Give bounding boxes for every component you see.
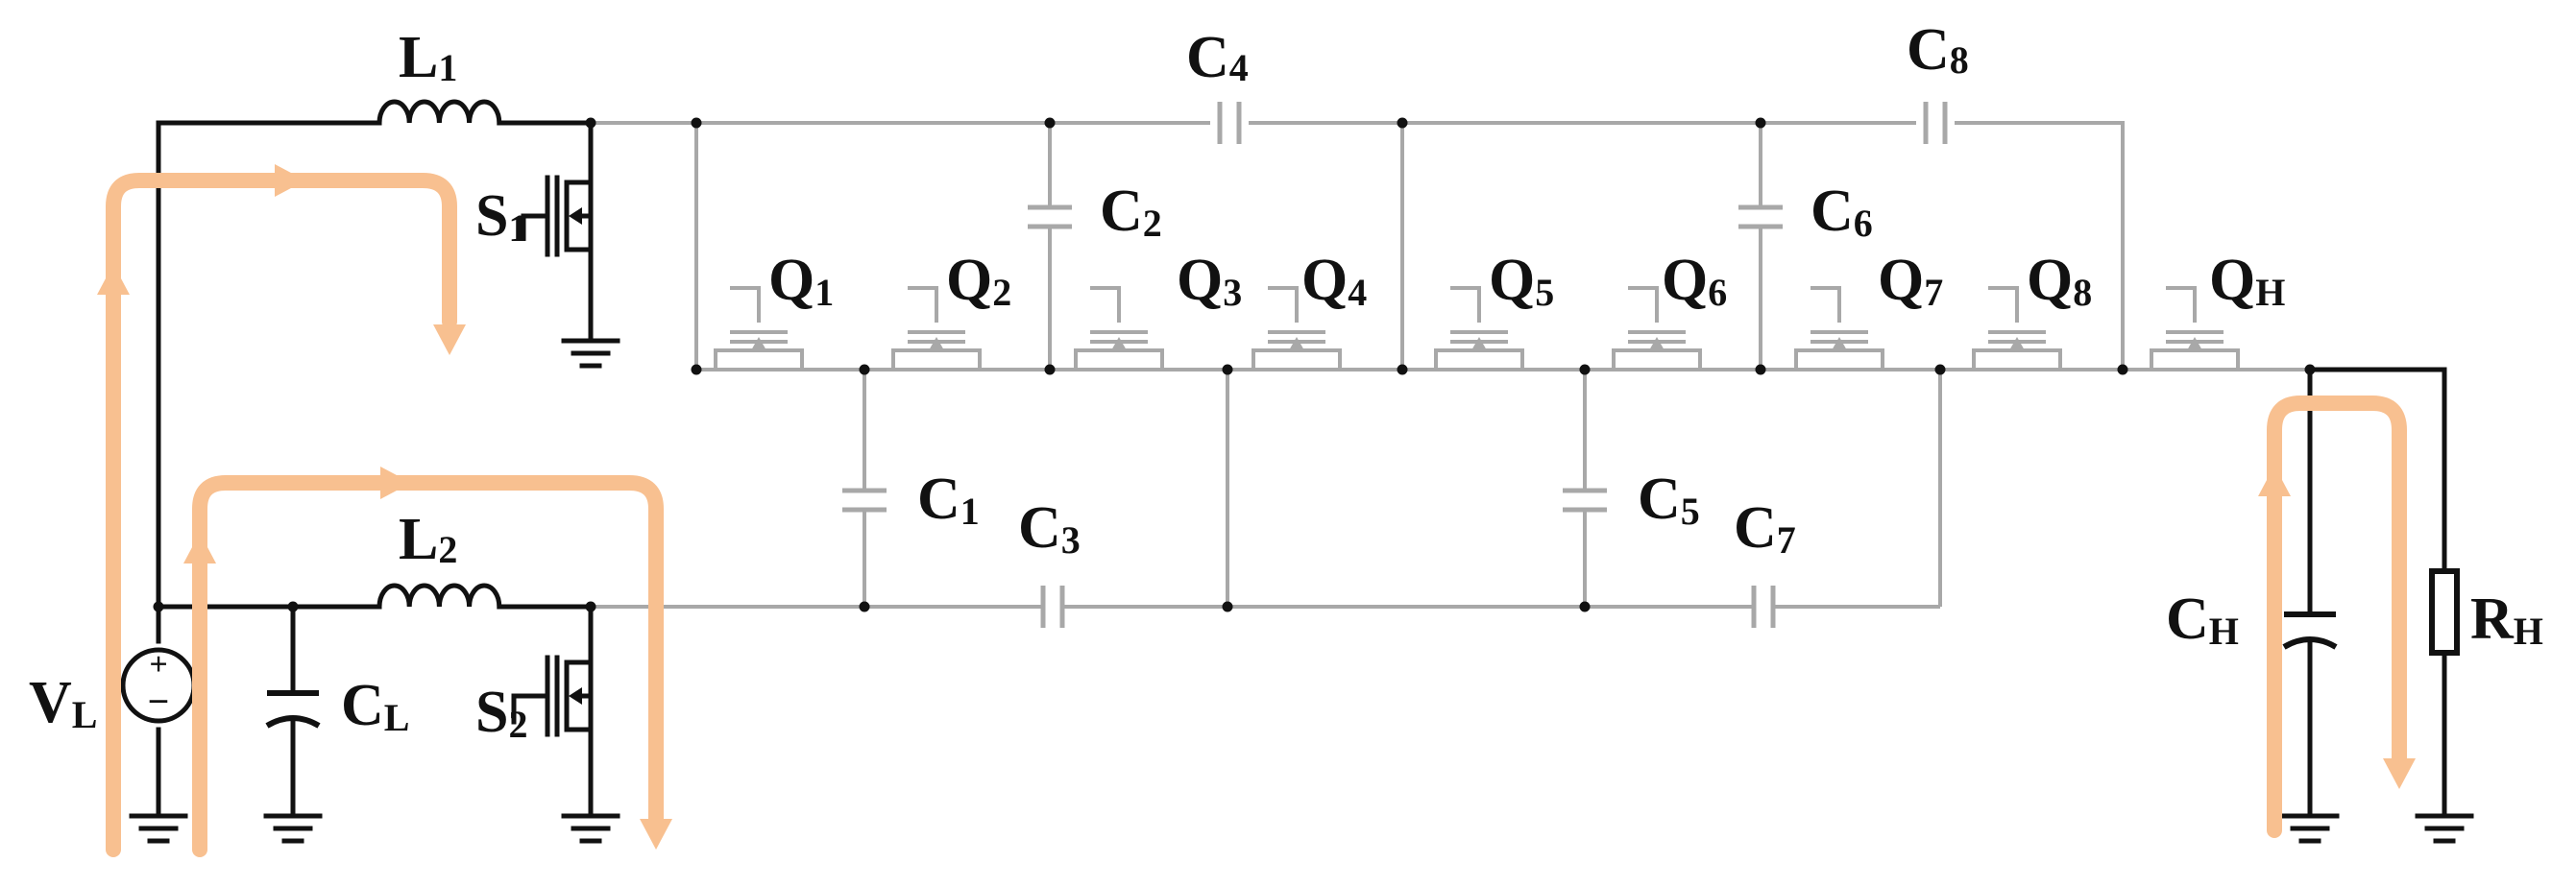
- arrow-right-icon: [380, 467, 411, 499]
- source-minus-sign: −: [148, 680, 170, 723]
- resistor-rh: [2429, 568, 2460, 656]
- capacitor-c2: [1028, 204, 1072, 229]
- ground-group: [129, 338, 2474, 844]
- arrow-up-icon: [97, 264, 130, 295]
- label-c7: C7: [1734, 495, 1796, 562]
- junction-dot: [1044, 364, 1056, 375]
- switch-q5: [1434, 286, 1524, 370]
- arrow-down-icon: [433, 324, 466, 355]
- switch-q6: [1612, 286, 1702, 370]
- label-q4: Q4: [1301, 248, 1367, 314]
- junction-dot: [1397, 364, 1408, 375]
- junction-dot: [287, 601, 299, 612]
- label-qh: QH: [2209, 248, 2285, 314]
- label-q5: Q5: [1489, 248, 1554, 314]
- label-q7: Q7: [1878, 248, 1943, 314]
- label-q1: Q1: [768, 248, 834, 314]
- arrow-down-icon: [2383, 758, 2416, 789]
- arrow-up-icon: [2258, 466, 2291, 496]
- junction-dots: [153, 117, 2316, 612]
- capacitor-c3: [1040, 586, 1065, 628]
- capacitor-c7: [1751, 586, 1776, 628]
- inductor-l1: [377, 99, 502, 126]
- label-q8: Q8: [2027, 248, 2092, 314]
- label-ch: CH: [2166, 587, 2239, 653]
- junction-dot: [1934, 364, 1946, 375]
- current-paths: [97, 164, 2416, 857]
- label-c2: C2: [1100, 179, 1162, 245]
- junction-dot: [2304, 364, 2316, 375]
- junction-dot: [1222, 364, 1233, 375]
- label-c6: C6: [1810, 179, 1873, 245]
- gray-switch-group: [714, 286, 2240, 370]
- label-q3: Q3: [1177, 248, 1242, 314]
- label-c4: C4: [1186, 25, 1249, 90]
- junction-dot: [859, 601, 870, 612]
- switch-q8: [1972, 286, 2062, 370]
- junction-dot: [585, 117, 596, 129]
- label-cl: CL: [341, 673, 409, 739]
- switch-q2: [891, 286, 982, 370]
- label-c5: C5: [1638, 467, 1700, 533]
- junction-dot: [1755, 364, 1766, 375]
- ground-vl-icon: [129, 813, 188, 844]
- voltage-source-vl: + −: [120, 647, 197, 724]
- arrow-right-icon: [275, 164, 305, 197]
- label-s1: S1: [475, 183, 527, 250]
- source-plus-sign: +: [149, 647, 167, 683]
- mosfet-s1: [521, 175, 594, 257]
- ground-s2-icon: [561, 813, 620, 844]
- label-l2: L2: [399, 507, 457, 572]
- capacitor-c8: [1923, 102, 1948, 144]
- ground-s1-icon: [561, 338, 620, 369]
- junction-dot: [1397, 117, 1408, 129]
- current-path-loop-2: [192, 475, 664, 857]
- junction-dot: [1044, 117, 1056, 129]
- switch-q7: [1794, 286, 1884, 370]
- current-path-loop-3: [2267, 396, 2407, 838]
- arrow-up-icon: [183, 533, 216, 563]
- capacitor-c6: [1738, 204, 1783, 229]
- capacitor-c4: [1217, 102, 1242, 144]
- switch-qh: [2150, 286, 2240, 370]
- junction-dot: [859, 364, 870, 375]
- switch-q3: [1074, 286, 1164, 370]
- label-rh: RH: [2470, 587, 2543, 653]
- capacitor-c5: [1563, 488, 1607, 513]
- ground-ch-icon: [2280, 813, 2340, 844]
- capacitor-cl: [265, 690, 321, 729]
- junction-dot: [153, 601, 164, 612]
- junction-dot: [1755, 117, 1766, 129]
- capacitor-ch: [2282, 611, 2338, 650]
- label-q6: Q6: [1662, 248, 1727, 314]
- component-labels: L1 L2 S1 S2 VL CL C4 C8 C2 C6 C1 C5 C3 C…: [29, 17, 2543, 746]
- switch-q4: [1252, 286, 1342, 370]
- junction-dot: [585, 601, 596, 612]
- junction-dot: [1579, 364, 1591, 375]
- junction-dot: [691, 117, 702, 129]
- label-c3: C3: [1018, 495, 1081, 562]
- label-c1: C1: [917, 467, 980, 533]
- switch-q1: [714, 286, 804, 370]
- label-c8: C8: [1907, 17, 1969, 83]
- junction-dot: [691, 364, 702, 375]
- capacitor-c1: [842, 488, 887, 513]
- label-l1: L1: [399, 25, 457, 90]
- junction-dot: [1222, 601, 1233, 612]
- ground-cl-icon: [263, 813, 323, 844]
- inductor-l2: [377, 583, 502, 610]
- label-s2: S2: [475, 680, 527, 746]
- mosfet-s2: [511, 655, 594, 737]
- label-vl: VL: [29, 670, 97, 736]
- gray-wiring: [591, 121, 2310, 609]
- arrow-down-icon: [640, 819, 672, 850]
- ground-rh-icon: [2415, 813, 2474, 844]
- junction-dot: [2117, 364, 2128, 375]
- junction-dot: [1579, 601, 1591, 612]
- label-q2: Q2: [946, 248, 1011, 314]
